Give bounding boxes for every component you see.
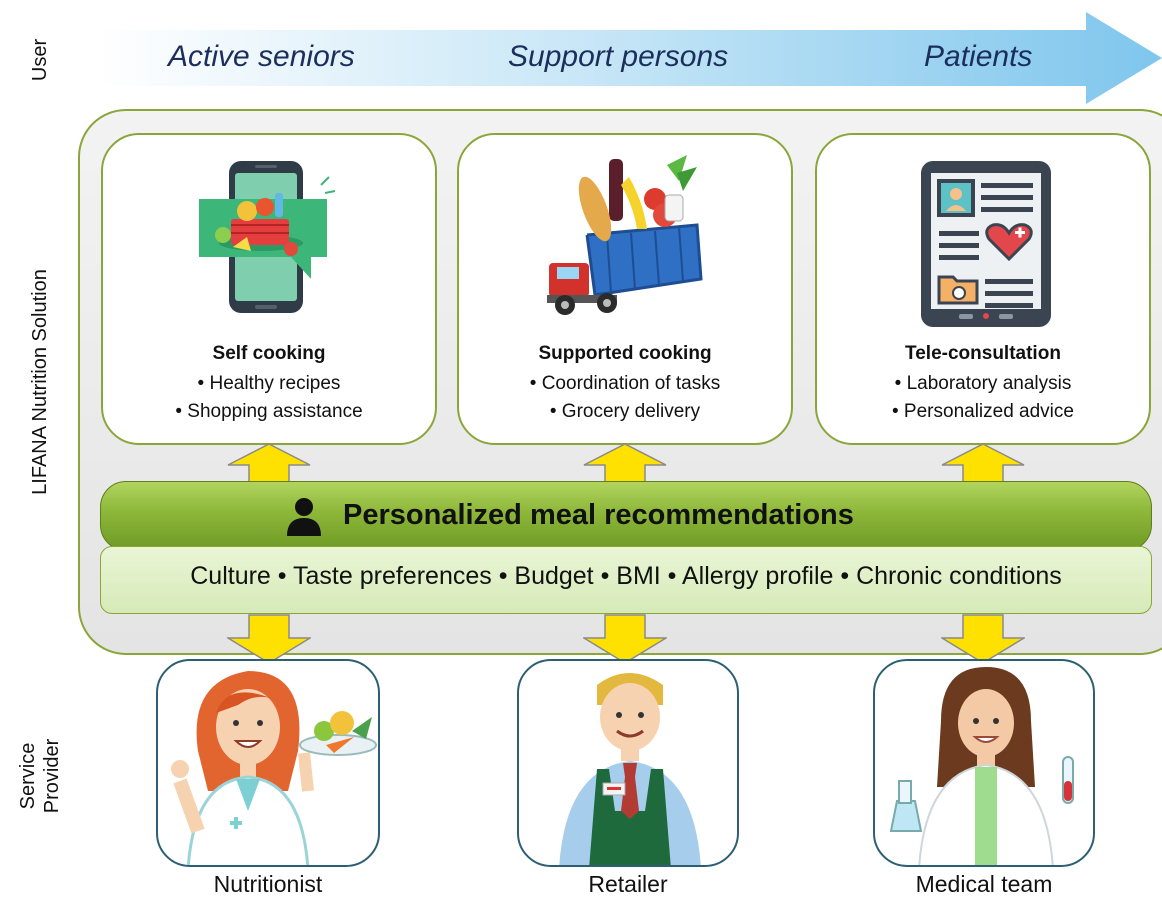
solution-axis-label: LIFANA Nutrition Solution [29,269,51,495]
provider-card-nutritionist [156,659,380,867]
nutritionist-illustration [171,671,377,865]
card-bullet: • Personalized advice [892,401,1074,422]
user-type-support-persons: Support persons [508,40,729,73]
factors-box [100,546,1152,614]
provider-label-medical-team: Medical team [915,871,1053,897]
down-arrow-icon [583,614,667,664]
down-arrow-icon [227,614,311,664]
down-arrow-icon [941,614,1025,664]
provider-label-nutritionist: Nutritionist [213,871,323,897]
provider-card-retailer [517,659,739,867]
meal-recommendation-bar [100,481,1152,551]
factors-text: Culture • Taste preferences • Budget • B… [190,562,1062,590]
grocery-truck-icon [547,155,703,315]
person-icon [287,498,321,536]
service-card-supported-cooking: Supported cooking • Coordination of task… [457,133,793,445]
user-type-patients: Patients [924,40,1033,73]
smartphone-food-icon [199,161,336,313]
card-bullet: • Shopping assistance [175,401,363,422]
service-card-self-cooking: Self cooking • Healthy recipes • Shoppin… [101,133,437,445]
user-progression-arrow [96,12,1162,104]
card-title: Tele-consultation [905,343,1061,364]
service-card-tele-consultation: Tele-consultation • Laboratory analysis … [815,133,1151,445]
retailer-illustration [559,673,701,865]
meal-recommendation-title: Personalized meal recommendations [343,499,854,531]
user-type-active-seniors: Active seniors [168,40,355,73]
card-bullet: • Coordination of tasks [529,373,721,394]
medical-team-illustration [889,667,1074,865]
card-title: Self cooking [212,343,326,364]
card-bullet: • Grocery delivery [549,401,701,422]
provider-card-medical-team [873,659,1095,867]
user-axis-label: User [29,38,51,82]
card-bullet: • Laboratory analysis [894,373,1072,394]
service-provider-axis-label: Service Provider [17,738,63,814]
card-bullet: • Healthy recipes [197,373,341,394]
provider-label-retailer: Retailer [588,871,668,897]
card-title: Supported cooking [538,343,712,364]
tablet-medical-record-icon [921,161,1051,327]
